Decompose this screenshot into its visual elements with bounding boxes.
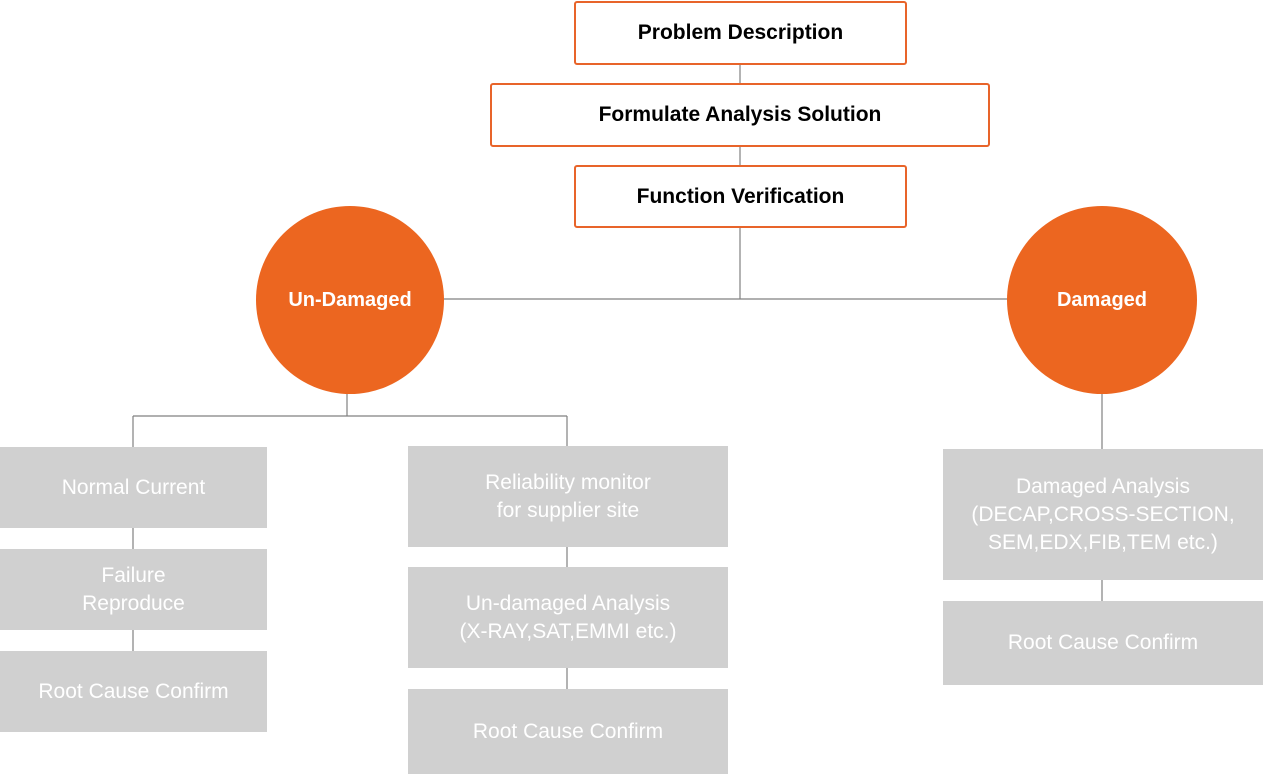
- undamaged-circle: Un-Damaged: [256, 206, 444, 394]
- formulate-analysis-solution-label: Formulate Analysis Solution: [598, 103, 882, 126]
- undamaged-label: Un-Damaged: [288, 288, 412, 311]
- damaged-analysis-box: Damaged Analysis (DECAP,CROSS-SECTION, S…: [943, 449, 1263, 580]
- problem-description-label: Problem Description: [637, 21, 844, 44]
- function-verification-box: Function Verification: [574, 165, 907, 228]
- middle-root-cause-confirm-label: Root Cause Confirm: [472, 719, 664, 743]
- reliability-monitor-box: Reliability monitor for supplier site: [408, 446, 728, 547]
- damaged-analysis-label: Damaged Analysis (DECAP,CROSS-SECTION, S…: [971, 474, 1235, 554]
- left-root-cause-confirm-label: Root Cause Confirm: [38, 679, 229, 703]
- function-verification-label: Function Verification: [636, 184, 845, 208]
- right-root-cause-confirm-label: Root Cause Confirm: [1007, 631, 1199, 654]
- reliability-monitor-label: Reliability monitor for supplier site: [485, 470, 651, 522]
- undamaged-analysis-box: Un-damaged Analysis (X-RAY,SAT,EMMI etc.…: [408, 567, 728, 668]
- middle-root-cause-confirm-box: Root Cause Confirm: [408, 689, 728, 774]
- failure-reproduce-box: Failure Reproduce: [0, 549, 267, 630]
- left-root-cause-confirm-box: Root Cause Confirm: [0, 651, 267, 732]
- formulate-analysis-solution-box: Formulate Analysis Solution: [490, 83, 990, 147]
- undamaged-analysis-label: Un-damaged Analysis (X-RAY,SAT,EMMI etc.…: [459, 591, 677, 643]
- normal-current-box: Normal Current: [0, 447, 267, 528]
- damaged-circle: Damaged: [1007, 206, 1197, 394]
- problem-description-box: Problem Description: [574, 1, 907, 65]
- damaged-label: Damaged: [1056, 288, 1148, 311]
- normal-current-label: Normal Current: [61, 475, 206, 499]
- right-root-cause-confirm-box: Root Cause Confirm: [943, 601, 1263, 685]
- failure-reproduce-label: Failure Reproduce: [82, 563, 185, 615]
